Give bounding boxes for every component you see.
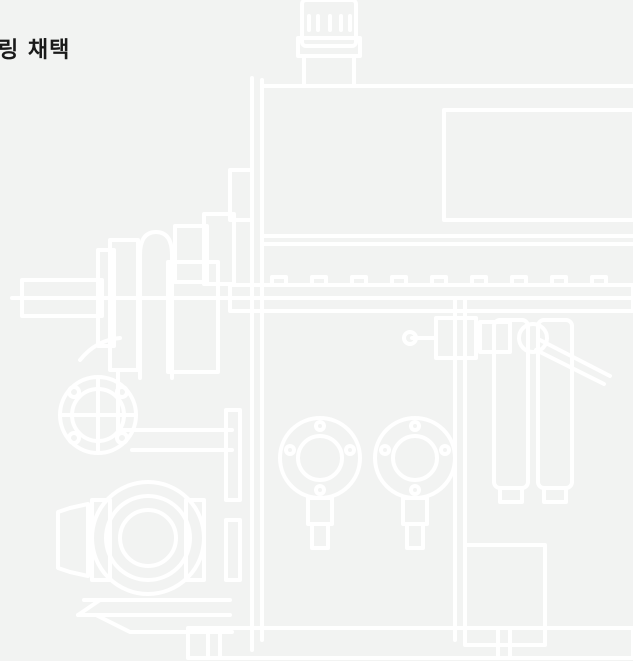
left-pipe-assembly	[12, 170, 252, 580]
top-motor-cap	[298, 0, 360, 86]
left-flange	[60, 377, 136, 453]
cabinet-frame	[252, 78, 633, 650]
pressure-gauge-left	[280, 418, 360, 548]
valve-block	[404, 318, 610, 384]
pump-motor	[58, 482, 232, 632]
section-heading: 링 채택	[0, 38, 71, 63]
filter-canisters	[494, 320, 572, 502]
pressure-gauge-right	[375, 418, 455, 548]
base-skid	[188, 628, 633, 658]
horizontal-rail	[230, 277, 633, 311]
